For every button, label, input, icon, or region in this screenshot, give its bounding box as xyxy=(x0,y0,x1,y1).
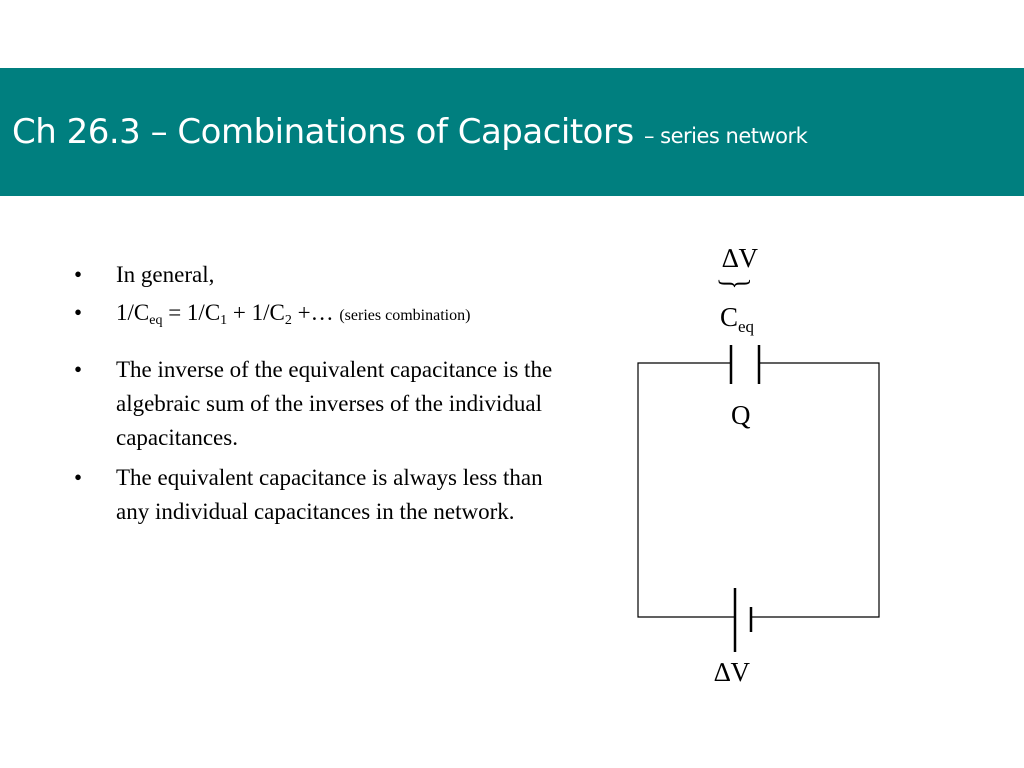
capacitor-subscript: eq xyxy=(738,317,755,336)
capacitor-label: Ceq xyxy=(720,302,755,336)
formula-note: (series combination) xyxy=(339,307,471,324)
bullet-less-than: The equivalent capacitance is always les… xyxy=(74,461,574,529)
bullet-list: In general, 1/Ceq = 1/C1 + 1/C2 +… (seri… xyxy=(74,258,574,529)
title-main: Ch 26.3 – Combinations of Capacitors xyxy=(12,112,634,152)
formula-sub: eq xyxy=(149,313,163,328)
circuit-wire xyxy=(637,362,735,618)
formula-part: +… xyxy=(291,300,334,325)
brace-icon: } xyxy=(713,277,756,290)
formula-part: 1/C xyxy=(116,300,150,325)
slide-title: Ch 26.3 – Combinations of Capacitors – s… xyxy=(12,112,808,152)
formula-part: = 1/C xyxy=(162,300,221,325)
top-delta-v-label: ∆V xyxy=(722,243,759,273)
capacitor-symbol: C xyxy=(720,302,739,332)
formula-part: + 1/C xyxy=(227,300,285,325)
formula-sub: 1 xyxy=(220,313,228,328)
title-subtitle: – series network xyxy=(644,124,808,148)
bullet-inverse-sum: The inverse of the equivalent capacitanc… xyxy=(74,353,574,455)
formula-sub: 2 xyxy=(284,313,292,328)
bullet-formula: 1/Ceq = 1/C1 + 1/C2 +… (series combinati… xyxy=(74,296,574,333)
bottom-delta-v-label: ∆V xyxy=(714,657,751,687)
title-bar xyxy=(0,68,1024,196)
charge-label: Q xyxy=(731,400,751,430)
circuit-wire xyxy=(751,362,880,618)
bullet-in-general: In general, xyxy=(74,258,574,292)
